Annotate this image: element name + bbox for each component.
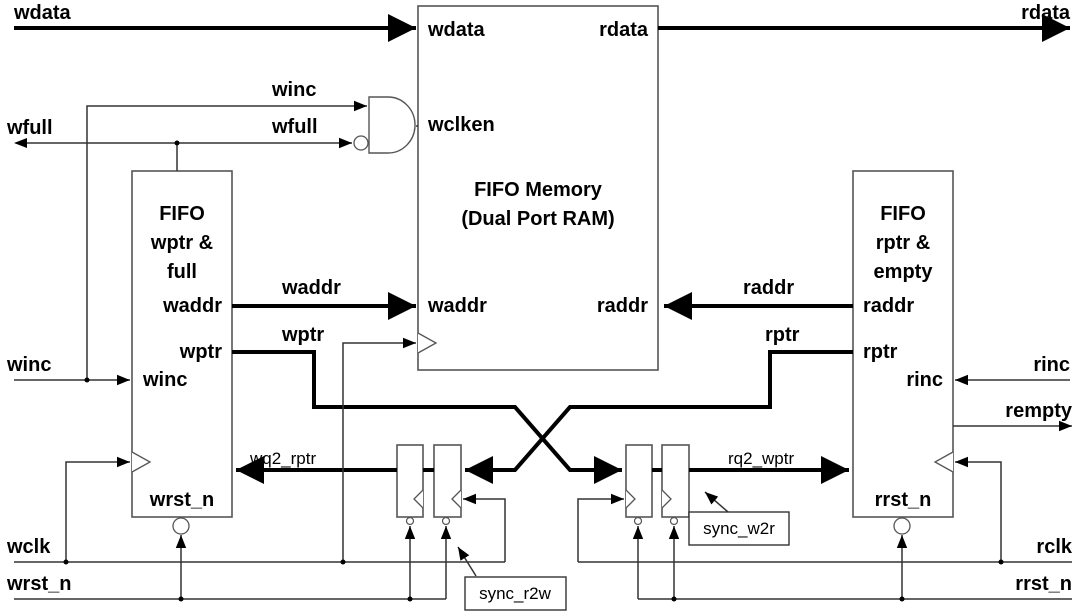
fifo-memory-block bbox=[417, 5, 659, 371]
write-block-port-winc: winc bbox=[142, 369, 187, 391]
write-pointer-block bbox=[131, 170, 233, 518]
write-block-title-line3: full bbox=[167, 261, 197, 283]
rptr-net-label: rptr bbox=[765, 324, 800, 346]
wfull-gate-label: wfull bbox=[271, 116, 318, 138]
memory-port-wdata: wdata bbox=[427, 19, 486, 41]
wrst-n-label: wrst_n bbox=[6, 573, 71, 595]
wptr-wire bbox=[232, 350, 622, 484]
read-block-port-raddr: raddr bbox=[863, 295, 914, 317]
memory-title-line2: (Dual Port RAM) bbox=[461, 208, 614, 230]
memory-port-rdata: rdata bbox=[599, 19, 649, 41]
write-block-title-line1: FIFO bbox=[159, 203, 205, 225]
memory-title-line1: FIFO Memory bbox=[474, 179, 603, 201]
sync-r2w-flops bbox=[396, 444, 462, 526]
rdata-label: rdata bbox=[1021, 2, 1071, 24]
winc-label: winc bbox=[6, 354, 51, 376]
rq2-wptr-net-label: rq2_wptr bbox=[728, 449, 794, 468]
memory-port-wclken: wclken bbox=[427, 114, 495, 136]
read-block-clock-triangle-icon bbox=[933, 451, 954, 473]
write-block-port-wrst-n: wrst_n bbox=[149, 489, 214, 511]
write-block-port-waddr: waddr bbox=[162, 295, 222, 317]
memory-port-waddr: waddr bbox=[427, 295, 487, 317]
raddr-net-label: raddr bbox=[743, 277, 794, 299]
sync-w2r-callout-box bbox=[688, 511, 790, 546]
read-reset-bubble-icon bbox=[893, 517, 911, 535]
write-reset-bubble-icon bbox=[172, 517, 190, 535]
sync-w2r-flops bbox=[625, 444, 690, 526]
wq2-rptr-net-label: wq2_rptr bbox=[249, 449, 316, 468]
read-block-port-rptr: rptr bbox=[863, 341, 898, 363]
wptr-net-label: wptr bbox=[281, 324, 324, 346]
read-block-title-line1: FIFO bbox=[880, 203, 926, 225]
rinc-label: rinc bbox=[1033, 354, 1070, 376]
read-pointer-block bbox=[852, 170, 954, 518]
wdata-label: wdata bbox=[13, 2, 72, 24]
read-block-title-line2: rptr & bbox=[876, 232, 930, 254]
wfull-label: wfull bbox=[6, 117, 53, 139]
sync-w2r-label: sync_w2r bbox=[703, 519, 775, 538]
rclk-label: rclk bbox=[1036, 536, 1072, 558]
read-block-title-line3: empty bbox=[874, 261, 934, 283]
waddr-net-label: waddr bbox=[281, 277, 341, 299]
winc-to-gate-wire bbox=[86, 100, 367, 380]
sync-r2w-callout-box bbox=[464, 576, 567, 611]
rempty-label: rempty bbox=[1005, 400, 1073, 422]
read-block-port-rinc: rinc bbox=[906, 369, 943, 391]
write-block-port-wptr: wptr bbox=[179, 341, 222, 363]
wclk-label: wclk bbox=[6, 536, 51, 558]
and-gate-icon bbox=[368, 96, 416, 154]
wfull-out-arrow-icon bbox=[14, 138, 27, 148]
memory-clock-triangle-icon bbox=[417, 332, 438, 354]
winc-gate-label: winc bbox=[271, 79, 316, 101]
rrst-n-label: rrst_n bbox=[1015, 573, 1072, 595]
sync-r2w-label: sync_r2w bbox=[479, 584, 552, 603]
write-block-clock-triangle-icon bbox=[131, 451, 152, 473]
write-block-title-line2: wptr & bbox=[150, 232, 213, 254]
rptr-wire bbox=[465, 350, 853, 484]
wfull-invert-bubble-icon bbox=[353, 135, 369, 151]
read-block-port-rrst-n: rrst_n bbox=[875, 489, 932, 511]
memory-port-raddr: raddr bbox=[597, 295, 648, 317]
